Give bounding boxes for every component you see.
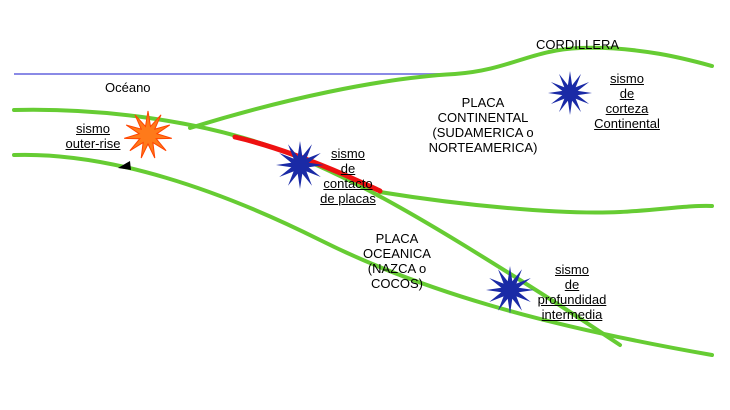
oceanic-plate-line-2: OCEANICA (363, 246, 431, 261)
continental-plate-line-3: (SUDAMERICA o (432, 125, 534, 140)
continental-crust-base-line (378, 190, 714, 215)
outer-rise-quake-icon (124, 110, 172, 159)
oceanic-plate-line-4: COCOS) (371, 276, 423, 291)
oceanic-plate-line-3: (NAZCA o (367, 261, 427, 276)
plate-contact-quake-label: sismo de contacto de placas (308, 146, 388, 206)
continental-plate-line-1: PLACA (461, 95, 505, 110)
intermediate-depth-quake-label: sismo de profundidad intermedia (522, 262, 622, 322)
crustal-line-2: de (619, 86, 635, 101)
outer-rise-line-1: sismo (76, 121, 110, 136)
ocean-label: Océano (105, 80, 151, 95)
intermediate-line-2: de (564, 277, 580, 292)
continental-plate-label: PLACA CONTINENTAL (SUDAMERICA o NORTEAME… (413, 95, 553, 155)
oceanic-plate-line-1: PLACA (375, 231, 419, 246)
intermediate-line-3: profundidad (537, 292, 607, 307)
intermediate-depth-quake-icon (486, 266, 534, 314)
intermediate-line-4: intermedia (541, 307, 603, 322)
outer-rise-line-2: outer-rise (65, 136, 121, 151)
subduction-arrow-icon (118, 161, 131, 170)
oceanic-plate-label: PLACA OCEANICA (NAZCA o COCOS) (352, 231, 442, 291)
crustal-line-1: sismo (610, 71, 644, 86)
plate-contact-line-2: de (340, 161, 356, 176)
cordillera-label: CORDILLERA (536, 37, 620, 52)
plate-contact-quake-icon (276, 141, 324, 189)
intermediate-line-1: sismo (555, 262, 589, 277)
plate-contact-line-3: contacto (323, 176, 373, 191)
cordillera-surface-line (188, 45, 714, 130)
plate-contact-line-4: de placas (320, 191, 376, 206)
crustal-quake-icon (548, 71, 592, 115)
crustal-quake-label: sismo de corteza Continental (577, 71, 677, 131)
contact-zone-line (232, 134, 383, 194)
oceanic-plate-top-line (12, 107, 622, 347)
crustal-line-3: corteza (605, 101, 649, 116)
outer-rise-quake-label: sismo outer-rise (58, 121, 128, 151)
continental-plate-line-4: NORTEAMERICA) (428, 140, 538, 155)
crustal-line-4: Continental (594, 116, 660, 131)
continental-plate-line-2: CONTINENTAL (437, 110, 529, 125)
oceanic-plate-bottom-line (12, 152, 714, 357)
plate-contact-line-1: sismo (331, 146, 365, 161)
